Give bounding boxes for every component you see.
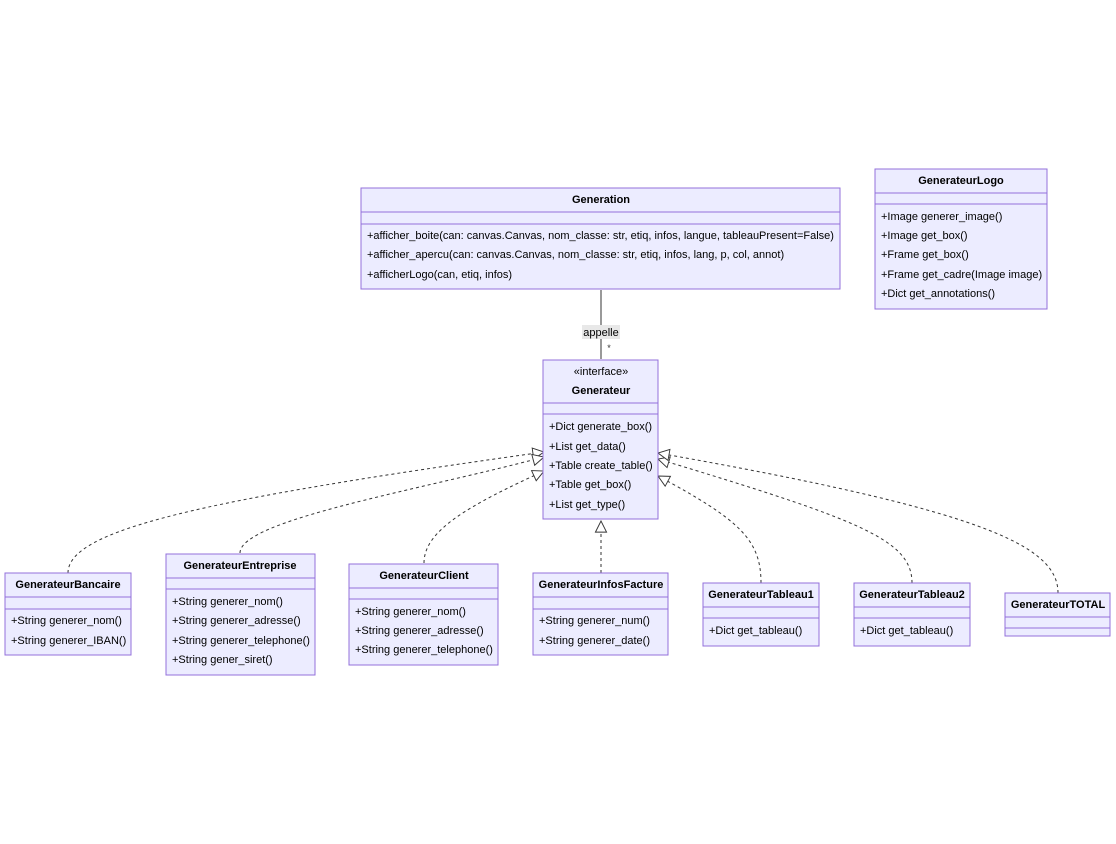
class-generateur-client[interactable]: GenerateurClient +String generer_nom() +… <box>348 563 499 666</box>
class-stereotype: «interface» <box>574 366 628 378</box>
method: +Dict get_tableau() <box>709 625 802 637</box>
class-generateur-tableau2[interactable]: GenerateurTableau2 +Dict get_tableau() <box>853 582 971 647</box>
class-generateur-logo[interactable]: GenerateurLogo +Image generer_image() +I… <box>874 168 1048 310</box>
method: +afficher_boite(can: canvas.Canvas, nom_… <box>367 230 834 242</box>
method: +String generer_date() <box>539 635 650 647</box>
association-cardinality: * <box>607 343 611 353</box>
class-title: GenerateurEntreprise <box>183 560 296 572</box>
method: +List get_type() <box>549 499 625 511</box>
method: +String generer_adresse() <box>355 625 484 637</box>
method: +Image get_box() <box>881 230 968 242</box>
class-generateur-infos-facture[interactable]: GenerateurInfosFacture +String generer_n… <box>532 572 669 656</box>
method: +Frame get_box() <box>881 249 969 261</box>
class-generateur-entreprise[interactable]: GenerateurEntreprise +String generer_nom… <box>165 553 316 676</box>
method: +Dict generate_box() <box>549 421 652 433</box>
class-title: GenerateurTableau1 <box>708 589 814 601</box>
method: +String generer_telephone() <box>172 635 310 647</box>
class-generateur-bancaire[interactable]: GenerateurBancaire +String generer_nom()… <box>4 572 132 656</box>
class-title: GenerateurInfosFacture <box>539 579 664 591</box>
class-title: Generateur <box>572 385 631 397</box>
method: +List get_data() <box>549 441 626 453</box>
method: +String generer_num() <box>539 615 650 627</box>
class-generateur-tableau1[interactable]: GenerateurTableau1 +Dict get_tableau() <box>702 582 820 647</box>
realization-edge-total <box>658 453 1059 594</box>
method: +String generer_adresse() <box>172 615 301 627</box>
realization-edge-entreprise <box>239 457 544 554</box>
realization-edge-bancaire <box>67 452 544 574</box>
class-title: GenerateurTableau2 <box>859 589 965 601</box>
class-title: GenerateurTOTAL <box>1011 599 1106 611</box>
method: +afficherLogo(can, etiq, infos) <box>367 269 512 281</box>
class-generation[interactable]: Generation +afficher_boite(can: canvas.C… <box>360 187 841 290</box>
method: +Table get_box() <box>549 479 631 491</box>
method: +Dict get_annotations() <box>881 288 995 300</box>
method: +String generer_nom() <box>11 615 122 627</box>
method: +String generer_telephone() <box>355 644 493 656</box>
method: +String generer_IBAN() <box>11 635 126 647</box>
association-label: appelle <box>583 327 618 339</box>
association-edge-appelle: appelle * <box>582 290 620 359</box>
class-title: GenerateurLogo <box>918 175 1004 187</box>
method: +String gener_siret() <box>172 654 273 666</box>
class-generateur-interface[interactable]: «interface» Generateur +Dict generate_bo… <box>542 359 659 520</box>
method: +Dict get_tableau() <box>860 625 953 637</box>
realization-edge-client <box>423 471 544 564</box>
class-title: GenerateurBancaire <box>15 579 120 591</box>
class-generateur-total[interactable]: GenerateurTOTAL <box>1004 592 1111 637</box>
realization-edge-tableau1 <box>658 476 762 584</box>
realization-edge-tableau2 <box>658 459 913 584</box>
method: +afficher_apercu(can: canvas.Canvas, nom… <box>367 249 784 261</box>
method: +String generer_nom() <box>355 606 466 618</box>
method: +Table create_table() <box>549 460 653 472</box>
class-title: GenerateurClient <box>379 570 469 582</box>
method: +Image generer_image() <box>881 211 1002 223</box>
method: +String generer_nom() <box>172 596 283 608</box>
method: +Frame get_cadre(Image image) <box>881 269 1042 281</box>
class-title: Generation <box>572 194 630 206</box>
